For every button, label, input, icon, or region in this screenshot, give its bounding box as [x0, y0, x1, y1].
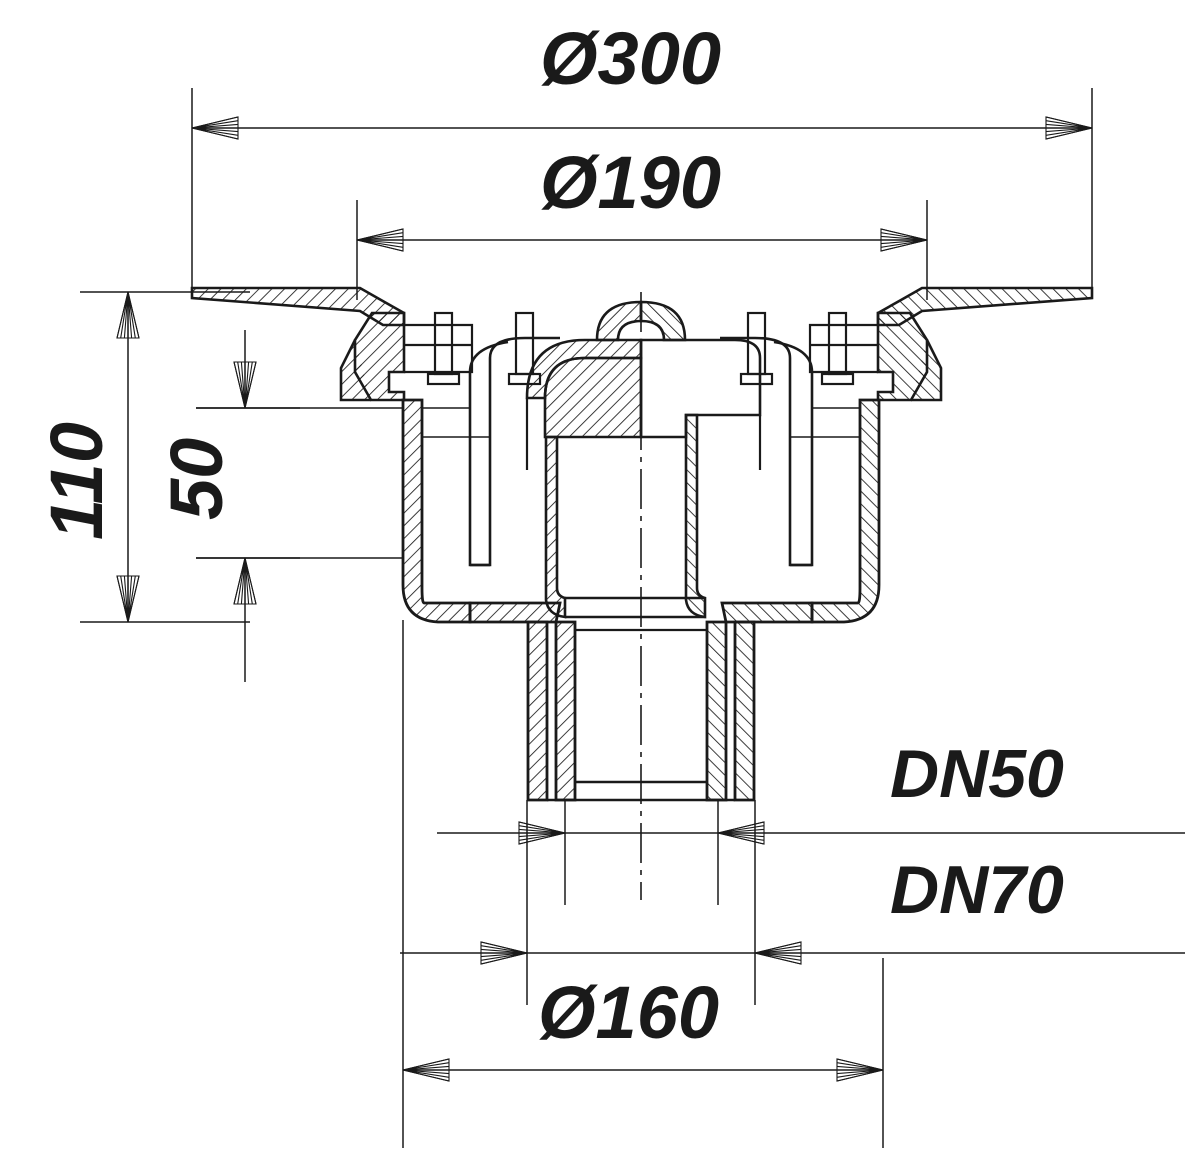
stud-pins — [426, 311, 855, 386]
dimension-label-height-110: 110 — [35, 422, 118, 540]
dimension-label-height-50: 50 — [155, 437, 238, 520]
dimension-label-dia190: Ø190 — [540, 141, 722, 224]
seat-ring-details — [404, 323, 878, 374]
extension-lines — [80, 88, 1093, 1148]
body-barrel — [401, 398, 881, 624]
outlet-spigot — [526, 620, 756, 802]
rim-collar-left — [339, 311, 406, 402]
siphon-shell — [468, 336, 814, 567]
dimension-label-dia300: Ø300 — [540, 17, 722, 100]
rim-collar-right — [876, 311, 943, 402]
dimension-label-dn50: DN50 — [890, 736, 1064, 812]
dimension-label-dia160: Ø160 — [538, 971, 720, 1054]
construction-lines — [196, 407, 860, 559]
trap-insert — [525, 300, 762, 619]
dimension-label-dn70: DN70 — [890, 852, 1064, 928]
